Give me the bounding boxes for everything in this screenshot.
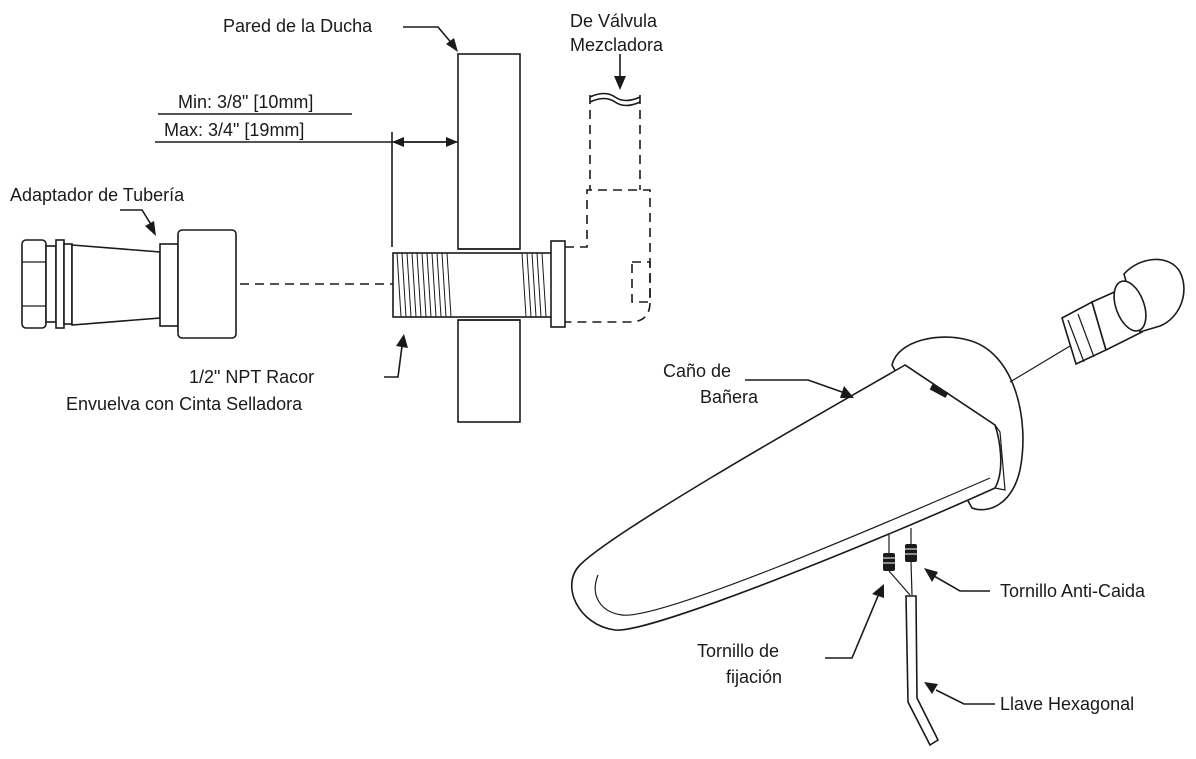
leader-set-screw — [825, 584, 884, 659]
label-min-depth: Min: 3/8" [10mm] — [178, 92, 313, 112]
set-screw — [883, 553, 895, 571]
leader-shower-wall — [403, 26, 458, 52]
label-set-screw-line2: fijación — [726, 667, 782, 687]
hex-key — [905, 595, 940, 747]
leader-hex-key — [924, 682, 995, 705]
label-max-depth: Max: 3/4" [19mm] — [164, 120, 304, 140]
screw-guide-lines — [888, 528, 913, 596]
label-tub-spout-line1: Caño de — [663, 361, 731, 381]
tub-spout — [570, 336, 1024, 631]
label-hex-key: Llave Hexagonal — [1000, 694, 1134, 714]
leader-tub-spout — [745, 379, 854, 398]
label-shower-wall: Pared de la Ducha — [223, 16, 373, 36]
anti-drop-screw — [905, 544, 917, 562]
shower-wall — [457, 53, 521, 423]
label-tub-spout-line2: Bañera — [700, 387, 759, 407]
leader-npt-fitting — [384, 334, 408, 378]
label-npt-fitting-line2: Envuelva con Cinta Selladora — [66, 394, 303, 414]
pipe-adapter — [21, 229, 237, 339]
npt-nipple — [392, 240, 566, 328]
nipple-threads-left — [396, 252, 452, 318]
leader-mixing-valve — [614, 54, 626, 90]
nipple-threads-right — [521, 252, 547, 318]
mixing-valve-pipe — [565, 92, 651, 323]
leader-pipe-adapter — [120, 209, 156, 236]
label-anti-drop-screw: Tornillo Anti-Caida — [1000, 581, 1146, 601]
label-set-screw-line1: Tornillo de — [697, 641, 779, 661]
depth-dimension — [155, 113, 458, 247]
label-pipe-adapter: Adaptador de Tubería — [10, 185, 185, 205]
label-mixing-valve-line2: Mezcladora — [570, 35, 664, 55]
leader-anti-drop-screw — [924, 568, 990, 592]
spout-adapter — [1009, 258, 1185, 383]
label-npt-fitting-line1: 1/2" NPT Racor — [189, 367, 314, 387]
label-mixing-valve-line1: De Válvula — [570, 11, 658, 31]
